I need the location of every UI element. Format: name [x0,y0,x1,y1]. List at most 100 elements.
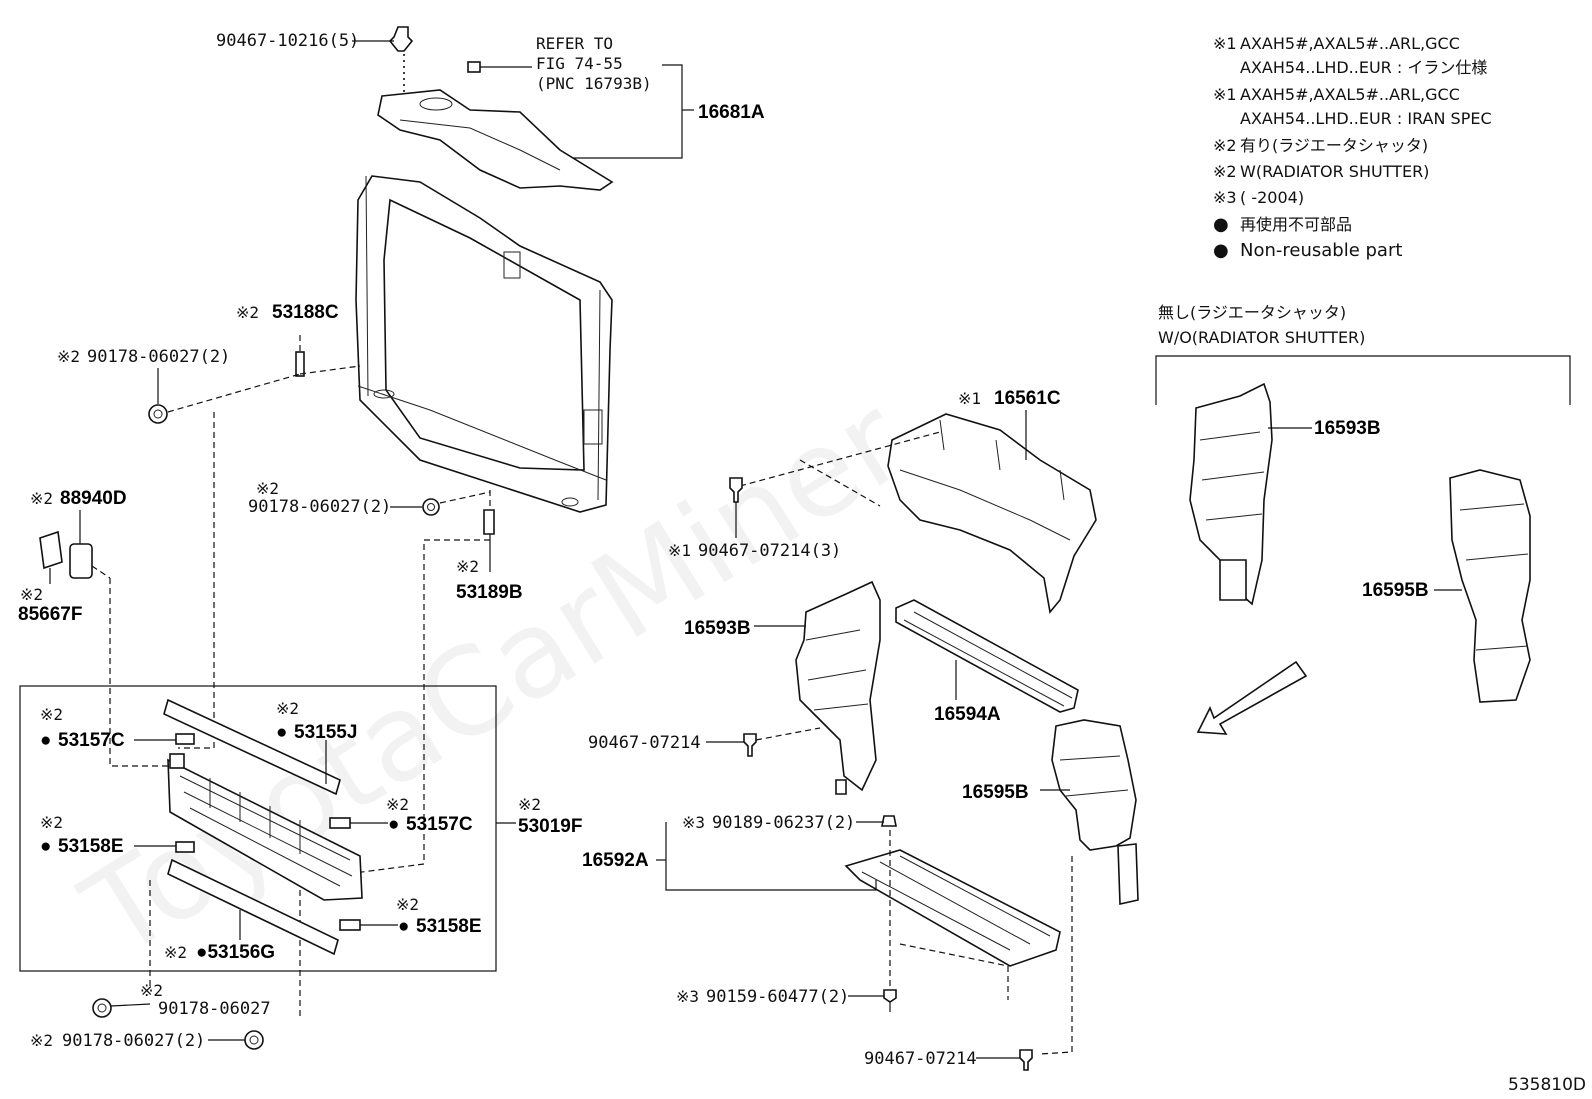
note-text: ( -2004) [1240,188,1304,207]
part-label: ● [388,814,399,835]
air-guide-16561C [739,413,1097,614]
part-mark: ※2 [256,479,279,498]
part-label: 16593B [1314,418,1381,439]
shutter-seal-53156G [167,858,339,956]
note-mark: ※3 [1213,188,1237,207]
note-text: 有り(ラジエータシャッタ) [1240,136,1428,155]
radiator-shutter-box [19,685,497,972]
part-label: 53019F [518,816,582,837]
part-mark: ※2 [30,1031,53,1050]
note-mark: ※2 [1213,162,1237,181]
air-guide-16594A [895,599,1079,713]
clip-90467-10216 [388,26,414,96]
upper-radiator-seal [377,89,614,191]
nut-90178-06027 [92,998,151,1018]
part-mark: ※2 [396,895,419,914]
direction-arrow [1196,660,1308,735]
note-text: AXAH54..LHD..EUR : IRAN SPEC [1240,109,1492,128]
part-mark: ※2 [140,981,163,1000]
note-text: AXAH5#,AXAL5#..ARL,GCC [1240,34,1460,53]
part-label: 88940D [60,488,127,509]
part-label: 90189-06237(2) [712,813,855,833]
lower-cover-16592A [844,815,1073,1055]
variant-label-en: W/O(RADIATOR SHUTTER) [1158,328,1365,347]
radiator-shutter-53019F [167,753,363,901]
part-label: 16594A [934,704,1001,725]
sensor-88940D [39,510,111,584]
part-mark: ※2 [276,699,299,718]
part-label: 90178-06027 [158,999,271,1019]
variant-bracket-line [1155,355,1571,405]
nut-90178-06027 [208,1030,264,1050]
part-label: 90467-07214 [588,733,701,753]
nut-90178-06027 [148,365,361,424]
air-guide-16593B [795,580,881,795]
note-mark: ※2 [1213,136,1237,155]
part-label: 16561C [994,388,1061,409]
part-label: ● [40,730,51,751]
refer-note: REFER TO FIG 74-55 (PNC 16793B) [467,34,694,159]
radiator-support-frame [355,175,613,513]
part-label: 53157C [58,730,125,751]
variant-bracket: 無し(ラジエータシャッタ) W/O(RADIATOR SHUTTER) [1155,303,1571,405]
variant-label-jp: 無し(ラジエータシャッタ) [1158,303,1346,322]
part-label: ●53156G [196,942,275,963]
clip-90467-07214 [706,727,821,757]
part-label: 90467-10216(5) [216,31,359,51]
refer-line1: REFER TO [536,34,613,53]
part-label: 53158E [416,916,482,937]
part-mark: ※3 [682,813,705,832]
note-text: 再使用不可部品 [1240,215,1352,234]
part-label: 90467-07214(3) [698,541,841,561]
part-label: 16595B [962,782,1029,803]
air-guide-16595B-alt [1449,469,1531,703]
pad-53157C [329,817,351,829]
bracket-53189B [483,490,495,572]
part-label: 16592A [582,850,649,871]
part-label: 16595B [1362,580,1429,601]
seal-piece [467,61,481,73]
figure-id: 535810D [1508,1075,1586,1095]
pad-53157C [175,733,195,745]
air-guide-16595B [1040,719,1139,905]
part-label: 53155J [294,722,357,743]
part-label: 16593B [684,618,751,639]
air-guide-16593B-alt [1189,382,1273,606]
note-text: AXAH5#,AXAL5#..ARL,GCC [1240,85,1460,104]
part-label: 16681A [698,102,765,123]
part-label: 90467-07214 [864,1049,977,1069]
part-label: 90178-06027(2) [248,497,391,517]
part-mark: ※2 [57,347,80,366]
leader-line [665,822,877,891]
part-mark: ※3 [676,987,699,1006]
part-label: 53157C [406,814,473,835]
note-mark: ● [1213,214,1229,235]
clip-90467-07214 [729,477,743,538]
note-text: W(RADIATOR SHUTTER) [1240,162,1429,181]
part-label: 90178-06027(2) [87,347,230,367]
part-label: ● [398,916,409,937]
part-label: 53189B [456,582,523,603]
part-mark: ※2 [386,795,409,814]
part-mark: ※2 [30,489,53,508]
part-mark: ※2 [40,813,63,832]
nut-90178-06027 [390,491,491,516]
note-mark: ※1 [1213,85,1237,104]
note-mark: ※1 [1213,34,1237,53]
part-label: 90159-60477(2) [706,987,849,1007]
note-text: Non-reusable part [1240,240,1402,261]
connection-lines [109,412,490,1020]
part-mark: ※2 [456,557,479,576]
part-mark: ※2 [40,705,63,724]
shutter-seal-53155J [163,698,341,796]
bracket-53188C [295,335,305,377]
part-mark: ※2 [164,943,187,962]
part-label: 53188C [272,302,339,323]
refer-line2: FIG 74-55 [536,54,623,73]
part-label: ● [40,836,51,857]
bolt-90159-60477 [848,989,897,1012]
part-label: ● [276,722,287,743]
notes-legend: ※1 AXAH5#,AXAL5#..ARL,GCC AXAH54..LHD..E… [1213,34,1492,261]
